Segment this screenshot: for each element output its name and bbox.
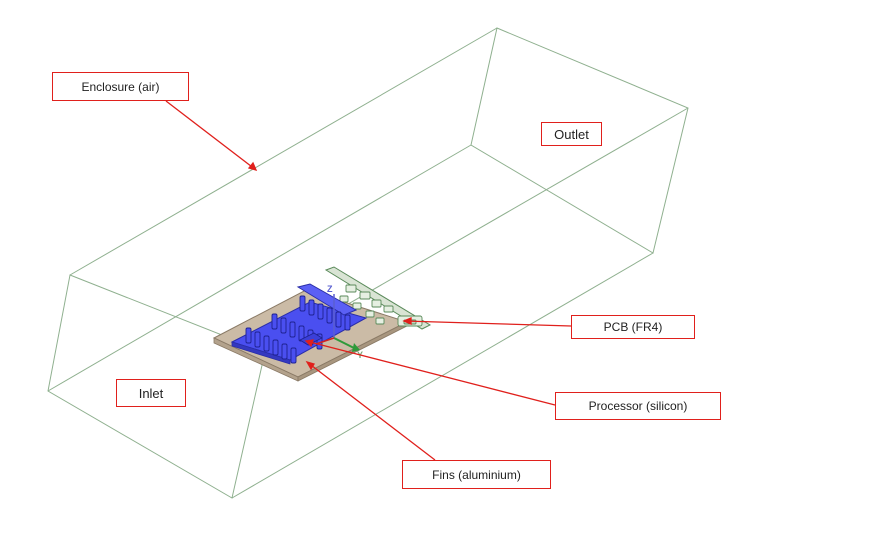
callout-leaders bbox=[165, 100, 572, 461]
axis-y-arrow bbox=[352, 343, 360, 352]
label-fins-text: Fins (aluminium) bbox=[432, 467, 521, 482]
leader-processor-arrow bbox=[304, 339, 314, 348]
label-fins: Fins (aluminium) bbox=[402, 460, 551, 489]
leader-fins bbox=[306, 361, 436, 461]
label-pcb: PCB (FR4) bbox=[571, 315, 695, 339]
enclosure-edge-left bbox=[47, 144, 472, 392]
label-outlet-text: Outlet bbox=[554, 126, 589, 142]
leader-processor bbox=[305, 340, 556, 406]
fins-base-edge bbox=[231, 341, 291, 365]
label-pcb-text: PCB (FR4) bbox=[603, 320, 663, 334]
leader-pcb bbox=[403, 320, 572, 327]
axis-x-line bbox=[315, 337, 335, 345]
axis-triad: Z Y bbox=[315, 284, 363, 360]
leader-enclosure bbox=[165, 100, 257, 171]
fins-back-panel bbox=[296, 283, 358, 316]
label-inlet: Inlet bbox=[116, 379, 186, 407]
label-enclosure: Enclosure (air) bbox=[52, 72, 189, 101]
pcb-components bbox=[339, 284, 423, 327]
axis-z-label: Z bbox=[327, 284, 333, 294]
leader-pcb-arrow bbox=[402, 317, 412, 325]
label-processor-text: Processor (silicon) bbox=[588, 399, 688, 413]
label-enclosure-text: Enclosure (air) bbox=[81, 79, 160, 94]
enclosure-edge-top bbox=[69, 27, 498, 276]
axis-y-line bbox=[333, 337, 355, 349]
label-processor: Processor (silicon) bbox=[555, 392, 721, 420]
processor-chip bbox=[299, 332, 323, 346]
leader-fins-arrow bbox=[305, 360, 315, 371]
leader-enclosure-arrow bbox=[247, 161, 258, 172]
label-inlet-text: Inlet bbox=[138, 385, 164, 401]
label-outlet: Outlet bbox=[541, 122, 602, 146]
